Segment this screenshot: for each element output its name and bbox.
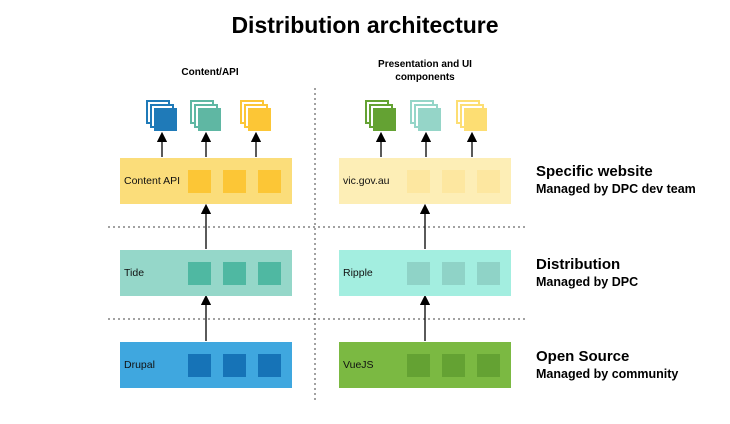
layer-label: Content API <box>124 175 181 187</box>
module-square <box>442 354 465 377</box>
side-subtitle: Managed by community <box>536 367 679 381</box>
module-square <box>407 170 430 193</box>
column-heading-line: components <box>395 72 455 83</box>
layer-ripple: Ripple <box>339 250 511 296</box>
module-square <box>442 170 465 193</box>
side-label-distribution: Distribution Managed by DPC <box>536 256 638 290</box>
module-square <box>188 262 211 285</box>
module-square <box>477 262 500 285</box>
module-square <box>258 354 281 377</box>
layer-label: VueJS <box>343 359 374 371</box>
page-title: Distribution architecture <box>231 12 499 38</box>
side-subtitle: Managed by DPC dev team <box>536 182 696 196</box>
layer-vic-gov-au: vic.gov.au <box>339 158 511 204</box>
module-square <box>477 354 500 377</box>
module-square <box>258 262 281 285</box>
layer-label: Drupal <box>124 359 155 371</box>
layer-drupal: Drupal <box>120 342 292 388</box>
side-label-specific: Specific website Managed by DPC dev team <box>536 163 696 197</box>
module-square <box>258 170 281 193</box>
column-heading-content-api: Content/API <box>181 67 239 78</box>
module-square <box>188 354 211 377</box>
layer-vuejs: VueJS <box>339 342 511 388</box>
module-square <box>477 170 500 193</box>
side-title: Specific website <box>536 163 653 180</box>
module-square <box>407 354 430 377</box>
side-title: Open Source <box>536 348 630 365</box>
side-label-opensource: Open Source Managed by community <box>536 348 678 382</box>
column-heading-line: Presentation and UI <box>378 59 472 70</box>
column-heading-presentation: Presentation and UI components <box>350 58 500 84</box>
side-subtitle: Managed by DPC <box>536 275 639 289</box>
layer-label: Ripple <box>343 267 373 279</box>
module-square <box>188 170 211 193</box>
stack-icon <box>456 100 487 131</box>
stack-icon <box>410 100 441 131</box>
module-square <box>442 262 465 285</box>
stack-icon <box>240 100 271 131</box>
layer-tide: Tide <box>120 250 292 296</box>
module-square <box>223 262 246 285</box>
layer-label: Tide <box>124 267 145 279</box>
module-square <box>223 354 246 377</box>
side-title: Distribution <box>536 256 621 273</box>
stack-icon <box>146 100 177 131</box>
layer-content-api: Content API <box>120 158 292 204</box>
module-square <box>407 262 430 285</box>
layer-label: vic.gov.au <box>343 175 390 187</box>
stack-icon <box>190 100 221 131</box>
module-square <box>223 170 246 193</box>
stack-icon <box>365 100 396 131</box>
